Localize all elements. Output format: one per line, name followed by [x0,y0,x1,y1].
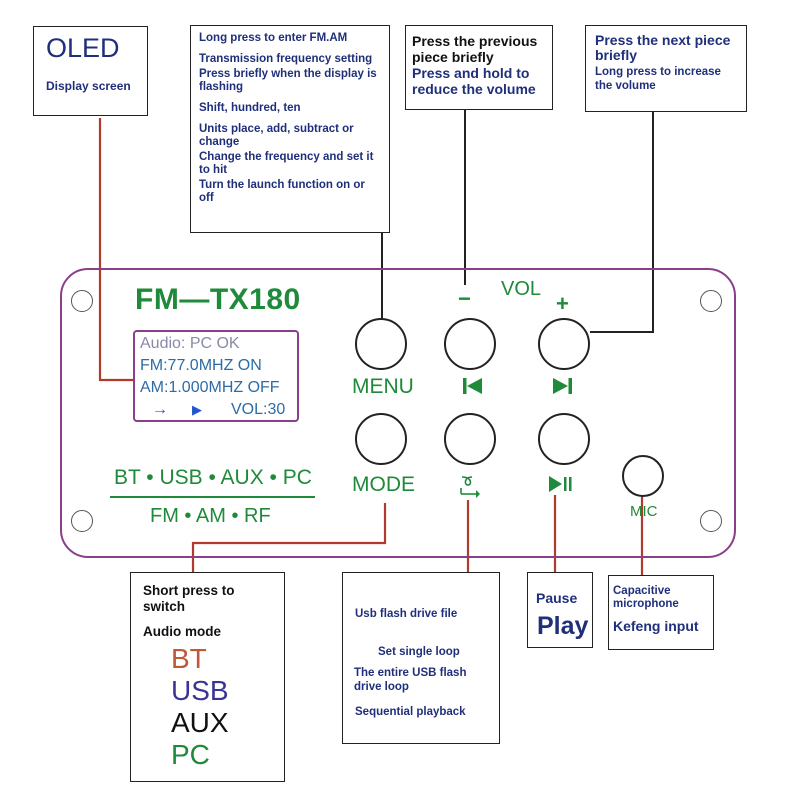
oled-title: OLED [46,33,120,63]
oled-subtitle: Display screen [46,79,131,93]
next-button[interactable] [538,318,590,370]
menu-button[interactable] [355,318,407,370]
menu-line-6: Change the frequency and set it to hit [199,151,374,176]
next-title: Press the next piece briefly [595,32,731,63]
usb-callout: Usb flash drive file Set single loop The… [342,572,500,744]
menu-label: MENU [352,375,414,398]
mode-label: MODE [352,473,415,496]
play-pause-icon [549,476,572,492]
prev-title: Press the previous piece briefly [412,33,538,65]
model-name: FM—TX180 [135,283,301,316]
sources-line-1: BT • USB • AUX • PC [114,466,312,489]
prev-callout: Press the previous piece briefly Press a… [405,25,553,110]
mode-button[interactable] [355,413,407,465]
usb-line-2: Set single loop [378,646,460,658]
oled-connector [98,118,133,382]
loop-icon [460,476,480,498]
mount-hole-bottom-left [71,510,93,532]
arrow-icon: → [152,401,168,418]
sources-line-2: FM • AM • RF [150,505,271,527]
mode-pc: PC [171,739,210,770]
menu-callout: Long press to enter FM.AM Transmission f… [190,25,390,233]
menu-line-3: Press briefly when the display is flashi… [199,68,377,93]
menu-line-2: Transmission frequency setting [199,53,373,65]
skip-next-icon [553,378,572,394]
play-icon: ▶ [192,402,202,417]
mic-subtitle: Kefeng input [613,618,699,634]
menu-line-5: Units place, add, subtract or change [199,123,354,148]
mic-callout: Capacitive microphone Kefeng input [608,575,714,650]
prev-button[interactable] [444,318,496,370]
play-title: Play [537,612,589,640]
oled-display: Audio: PC OK FM:77.0MHZ ON AM:1.000MHZ O… [133,330,299,422]
vol-plus: + [556,291,569,316]
loop-button[interactable] [444,413,496,465]
pause-callout: Pause Play [527,572,593,648]
lcd-status-row: → ▶ VOL:30 [140,399,292,421]
mount-hole-top-left [71,290,93,312]
next-connector [590,112,654,333]
usb-line-4: Sequential playback [355,706,466,718]
skip-previous-icon [463,378,482,394]
menu-line-7: Turn the launch function on or off [199,179,365,204]
lcd-line-am: AM:1.000MHZ OFF [140,379,280,396]
lcd-line-fm: FM:77.0MHZ ON [140,357,262,374]
prev-subtitle: Press and hold to reduce the volume [412,65,536,97]
mode-bt: BT [171,643,207,674]
mount-hole-bottom-right [700,510,722,532]
next-callout: Press the next piece briefly Long press … [585,25,747,112]
vol-label: VOL [501,278,542,300]
lcd-line-audio: Audio: PC OK [140,335,240,352]
mount-hole-top-right [700,290,722,312]
usb-line-1: Usb flash drive file [355,608,458,620]
mode-callout-title: Short press to switch [143,583,235,614]
mode-usb: USB [171,675,229,706]
menu-line-4: Shift, hundred, ten [199,102,301,114]
mode-aux: AUX [171,707,229,738]
next-subtitle: Long press to increase the volume [595,66,721,92]
menu-line-1: Long press to enter FM.AM [199,32,348,44]
lcd-volume: VOL:30 [231,401,286,418]
device-panel [60,268,736,558]
mode-list: BT USB AUX PC [171,643,272,771]
mic-label: MIC [630,503,658,520]
sources-divider [110,496,315,498]
mic-title: Capacitive microphone [613,585,679,610]
vol-minus: − [458,286,471,311]
oled-callout: OLED Display screen [33,26,148,116]
mode-callout-subtitle: Audio mode [143,624,221,639]
play-pause-button[interactable] [538,413,590,465]
usb-line-3: The entire USB flash drive loop [354,667,467,693]
mic-port [622,455,664,497]
mode-callout: Short press to switch Audio mode BT USB … [130,572,285,782]
pause-title: Pause [536,590,578,606]
